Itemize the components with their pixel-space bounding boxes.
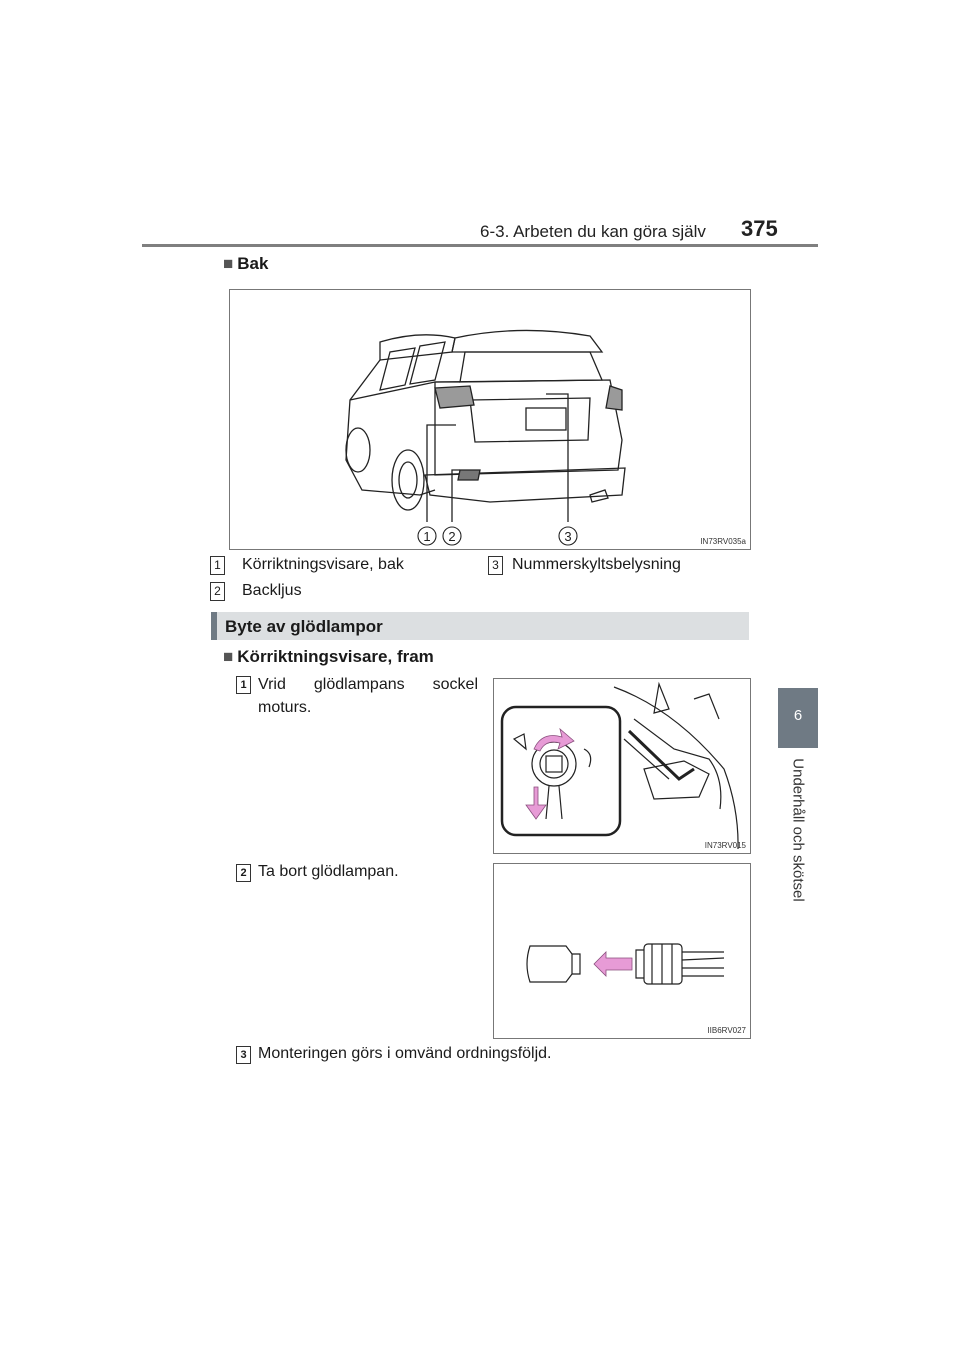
- legend-text-1: Körriktningsvisare, bak: [242, 556, 404, 573]
- front-heading-text: Körriktningsvisare, fram: [237, 647, 434, 666]
- chapter-tab[interactable]: 6: [778, 688, 818, 748]
- section-accent: [211, 612, 217, 640]
- figure-code: IN73RV015: [704, 841, 746, 850]
- legend-text-2: Backljus: [242, 582, 302, 599]
- step-1-number: 1: [236, 676, 251, 694]
- rear-heading: ■Bak: [223, 254, 268, 274]
- legend-text-3: Nummerskyltsbelysning: [512, 556, 681, 573]
- step-1-line-2: moturs.: [258, 699, 312, 716]
- step-2-figure: IIB6RV027: [493, 863, 751, 1039]
- figure-code: IN73RV035a: [700, 537, 746, 546]
- page-number: 375: [741, 216, 778, 241]
- front-heading: ■Körriktningsvisare, fram: [223, 647, 434, 667]
- header-rule: [142, 244, 818, 247]
- chapter-title: Underhåll och skötsel: [776, 756, 820, 904]
- bulb-socket-illustration: [500, 681, 739, 850]
- section-title: Byte av glödlampor: [225, 617, 383, 636]
- section-title-bar: Byte av glödlampor: [211, 612, 749, 640]
- step-2-number: 2: [236, 864, 251, 882]
- callout-3: 3: [564, 529, 571, 544]
- legend-num-2: 2: [210, 582, 225, 601]
- square-bullet-icon: ■: [223, 254, 234, 273]
- rear-car-illustration: 1 2 3: [345, 329, 626, 546]
- rear-car-figure: 1 2 3 IN73RV035a: [229, 289, 751, 550]
- step-3-text: Monteringen görs i omvänd ordningsföljd.: [258, 1045, 552, 1062]
- legend-num-3: 3: [488, 556, 503, 575]
- square-bullet-icon: ■: [223, 647, 234, 666]
- rear-heading-text: Bak: [237, 254, 269, 273]
- callout-2: 2: [448, 529, 455, 544]
- legend-num-1: 1: [210, 556, 225, 575]
- header-section-title: 6-3. Arbeten du kan göra själv: [480, 222, 706, 241]
- callout-1: 1: [423, 529, 430, 544]
- chapter-title-text: Underhåll och skötsel: [789, 758, 807, 902]
- bulb-removal-illustration: [526, 943, 725, 985]
- step-2-text: Ta bort glödlampan.: [258, 863, 399, 880]
- step-3-number: 3: [236, 1046, 251, 1064]
- step-1-figure: IN73RV015: [493, 678, 751, 854]
- step-1-line-1: Vrid glödlampans sockel: [258, 676, 478, 693]
- figure-code: IIB6RV027: [707, 1026, 746, 1035]
